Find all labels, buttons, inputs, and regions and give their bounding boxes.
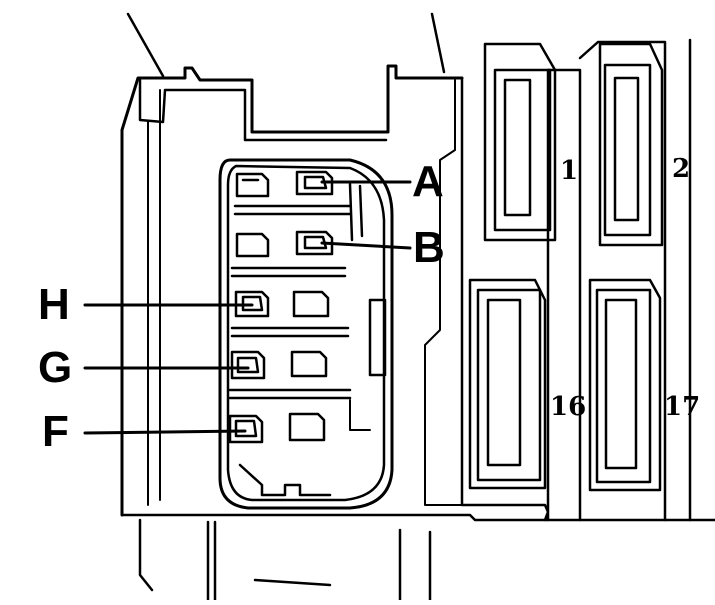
pin-cavity-r4-right bbox=[290, 350, 328, 378]
pin-cavity-f bbox=[228, 414, 264, 444]
fuse-1-blade bbox=[493, 68, 552, 232]
leader-line-f bbox=[83, 429, 247, 435]
pin-cavity-r1-left bbox=[235, 172, 270, 198]
fuse-number-2: 2 bbox=[672, 154, 691, 184]
fuse-number-17: 17 bbox=[664, 392, 701, 422]
pin-cavity-b bbox=[295, 230, 334, 256]
callout-label-a: A bbox=[412, 157, 444, 206]
fuse-2-outline bbox=[598, 42, 664, 247]
connector-latch bbox=[368, 298, 387, 377]
housing-base bbox=[120, 513, 715, 522]
pin-cavity-r5-right bbox=[288, 412, 326, 442]
pin-cavity-g bbox=[230, 350, 266, 380]
connector-outline bbox=[218, 158, 394, 510]
connector-bottom-key bbox=[238, 463, 332, 497]
fuse-17-outline bbox=[588, 278, 662, 492]
callout-label-h: H bbox=[38, 280, 70, 329]
housing-edge-top-left bbox=[126, 12, 165, 78]
fuse-number-16: 16 bbox=[550, 392, 587, 422]
housing-inner-left bbox=[147, 89, 161, 506]
pin-cavity-r2-left bbox=[235, 232, 270, 258]
fuse-16-outline bbox=[468, 278, 547, 490]
callout-label-g: G bbox=[38, 343, 73, 392]
connector-inner-outline bbox=[226, 164, 386, 502]
fuse-panel-outline bbox=[460, 38, 692, 522]
fuse-17-blade bbox=[595, 288, 652, 484]
pin-cavity-r3-right bbox=[292, 290, 330, 318]
separator-ribs bbox=[228, 182, 364, 400]
housing-inner-step bbox=[138, 78, 388, 142]
fuse-16-blade bbox=[476, 288, 542, 482]
pin-cavity-a bbox=[295, 170, 334, 196]
fuse-number-1: 1 bbox=[560, 156, 579, 186]
housing-right-wall bbox=[424, 79, 463, 506]
housing-outline bbox=[120, 64, 464, 517]
lower-bracket bbox=[138, 518, 432, 602]
connector-right-rib bbox=[349, 399, 371, 431]
leader-line-b bbox=[320, 241, 412, 250]
fuse-2-blade bbox=[603, 63, 652, 237]
callout-label-f: F bbox=[42, 407, 69, 456]
housing-edge-top-right bbox=[430, 12, 446, 74]
callout-label-b: B bbox=[413, 223, 445, 272]
fuse-1-outline bbox=[483, 42, 557, 242]
